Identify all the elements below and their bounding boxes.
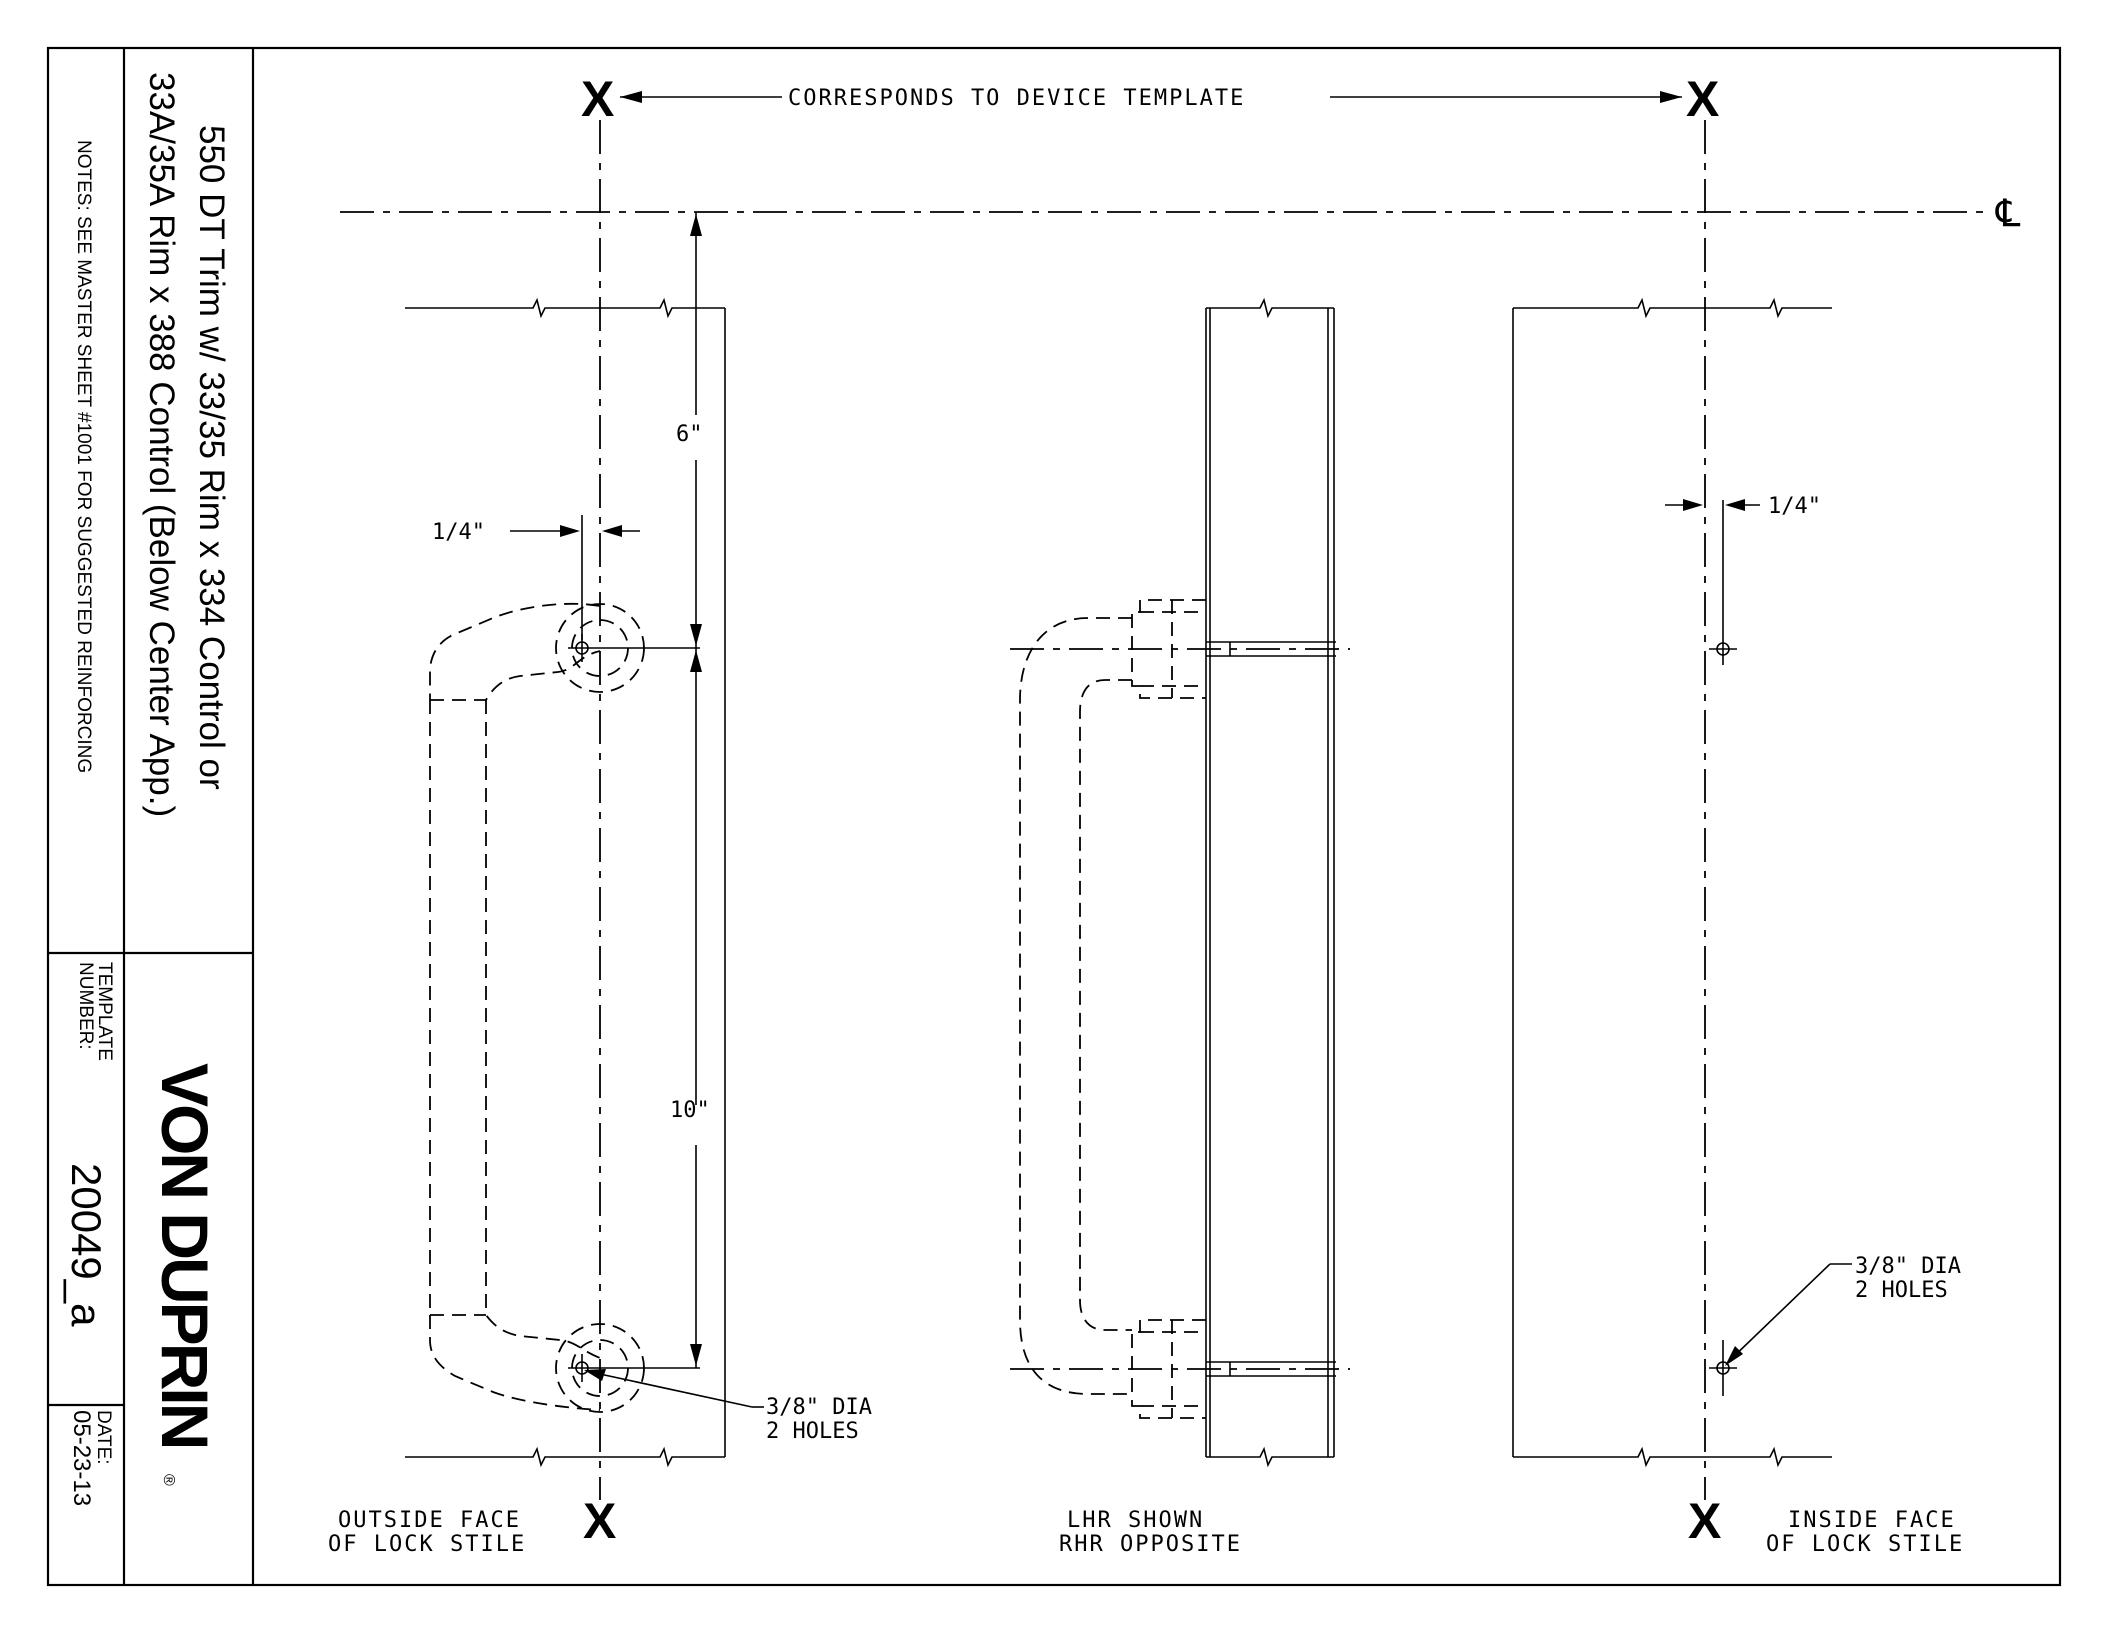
vertical-dimension	[690, 212, 702, 1368]
device-template-arrow	[620, 91, 1682, 103]
registered-mark: ®	[160, 1474, 177, 1486]
outside-face-view	[405, 297, 726, 1468]
holes-leader-right	[1725, 1263, 1852, 1366]
dim-10-in: 10"	[670, 1098, 710, 1123]
dim-quarter-left: 1/4"	[432, 520, 485, 545]
edge-view	[1010, 297, 1350, 1468]
view-label-left-1: OUTSIDE FACE	[338, 1508, 521, 1533]
holes-left-line-1: 3/8" DIA	[766, 1395, 872, 1420]
x-mark-bottom-right: X	[1688, 1493, 1721, 1549]
x-mark-top-left: X	[581, 71, 614, 127]
drawing-title-line-2: 33A/35A Rim x 388 Control (Below Center …	[142, 72, 181, 817]
drawing-title-line-1: 550 DT Trim w/ 33/35 Rim x 334 Control o…	[192, 125, 231, 790]
holes-right-line-1: 3/8" DIA	[1855, 1254, 1961, 1279]
notes-text: NOTES: SEE MASTER SHEET #1001 FOR SUGGES…	[73, 140, 94, 773]
x-mark-bottom-left: X	[583, 1493, 616, 1549]
view-label-mid-2: RHR OPPOSITE	[1059, 1532, 1242, 1557]
template-number: 20049_a	[63, 1163, 110, 1327]
quarter-dim-left	[510, 515, 640, 640]
date-value: 05-23-13	[68, 1410, 95, 1506]
centerline-symbol: ℄	[1995, 193, 2021, 235]
view-label-right-2: OF LOCK STILE	[1766, 1532, 1964, 1557]
inside-face-view	[1512, 297, 1832, 1468]
holes-left-line-2: 2 HOLES	[766, 1419, 859, 1444]
view-label-mid-1: LHR SHOWN	[1067, 1508, 1204, 1533]
brand-logo: VON DUPRIN	[148, 1063, 222, 1447]
quarter-dim-right	[1665, 499, 1760, 511]
x-mark-top-right: X	[1686, 71, 1719, 127]
holes-right-line-2: 2 HOLES	[1855, 1278, 1948, 1303]
date-label: DATE:	[93, 1410, 114, 1465]
template-number-label-1: TEMPLATE	[94, 962, 115, 1061]
dim-6-in: 6"	[676, 422, 703, 447]
dim-quarter-right: 1/4"	[1768, 494, 1821, 519]
top-note: CORRESPONDS TO DEVICE TEMPLATE	[788, 86, 1245, 111]
holes-leader-left	[584, 1369, 764, 1408]
view-label-left-2: OF LOCK STILE	[328, 1532, 526, 1557]
template-number-label-2: NUMBER:	[75, 962, 96, 1050]
sheet-border	[46, 46, 2062, 1587]
view-label-right-1: INSIDE FACE	[1788, 1508, 1956, 1533]
